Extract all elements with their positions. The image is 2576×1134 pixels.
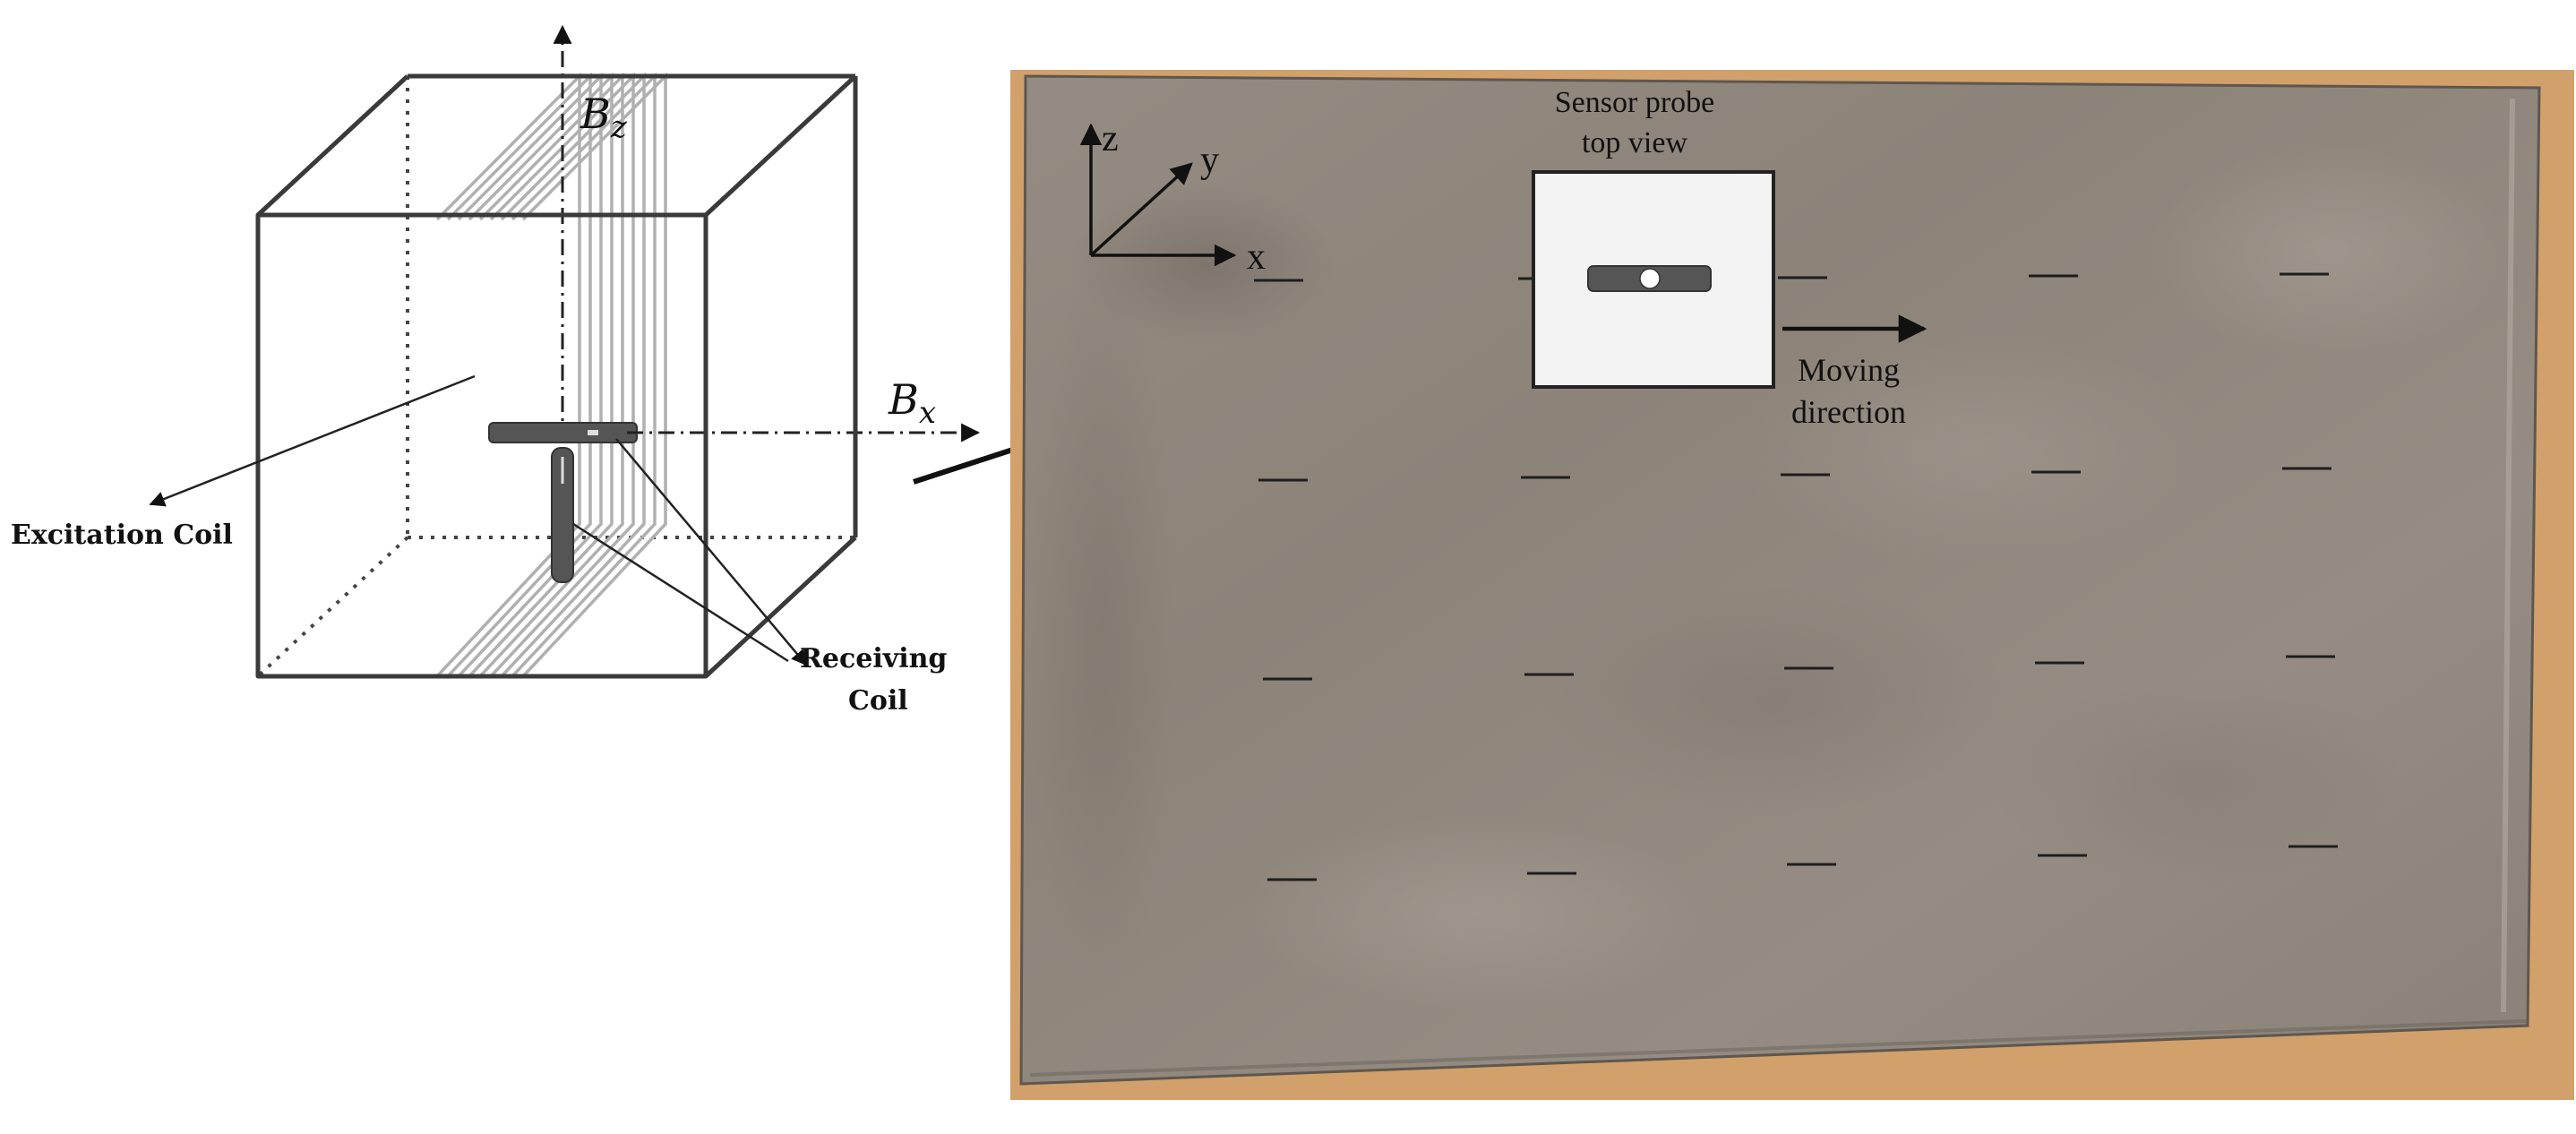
moving-label-line2: direction [1791,394,1906,430]
receiving-coil-label-line1: Receiving [800,643,947,674]
box-visible-edges [255,73,858,679]
receiving-callout-line-1 [615,438,808,666]
axis-x-label: x [1247,236,1266,278]
excitation-coil-windings [435,72,667,678]
receiving-probe-horizontal [488,422,638,443]
sensor-diagram: Bz Bx Excitation Coil Receiving Coil [11,24,981,717]
axis-y-label: y [1200,140,1219,181]
probe-title-line1: Sensor probe [1555,86,1714,119]
receiving-probe-vertical [551,447,574,583]
probe-title-line2: top view [1582,126,1687,159]
bx-label: Bx [888,375,936,431]
receiving-callout-line-2 [572,522,789,663]
plate-photo: z y x Sensor probe top view Moving direc… [1010,70,2574,1100]
axis-z-label: z [1102,118,1119,159]
excitation-callout-line [149,374,476,507]
excitation-coil-label: Excitation Coil [11,520,233,551]
moving-label-line1: Moving [1798,352,1900,388]
receiving-coil-label-line2: Coil [848,685,908,717]
defect-slots [1254,272,2338,881]
bz-label: Bz [580,90,628,145]
probe-top-view-box [1532,170,1775,389]
coordinate-axes [1079,123,1237,267]
